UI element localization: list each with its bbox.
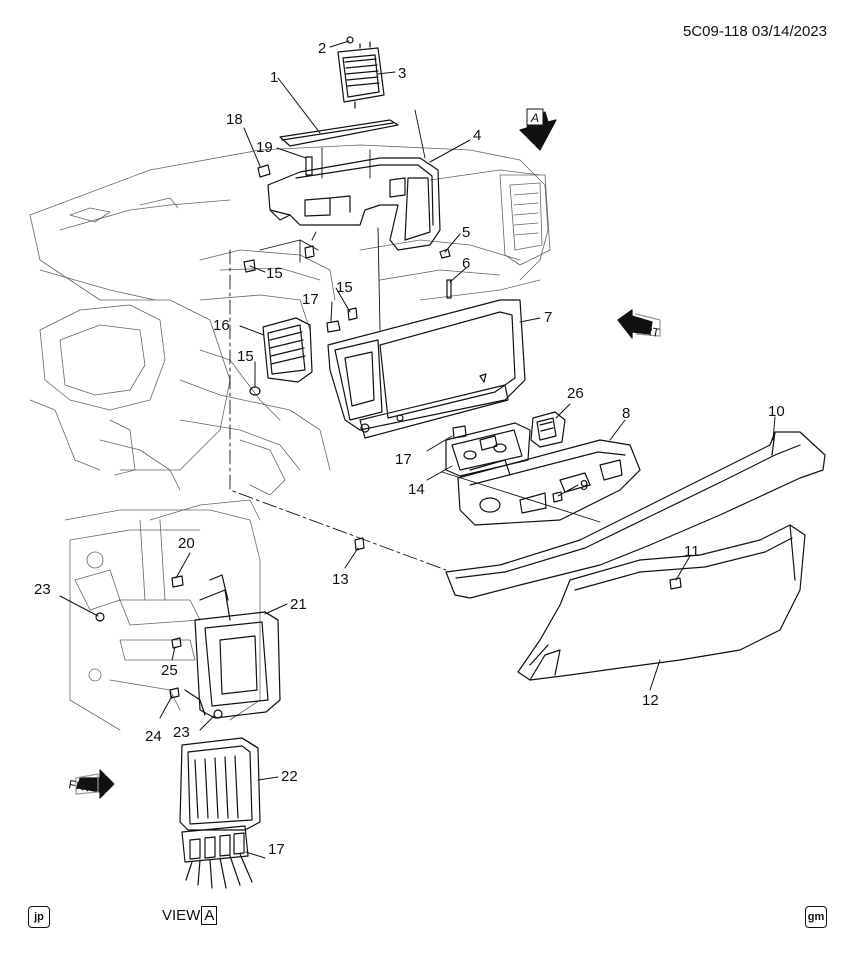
- callout-17-a: 17: [302, 291, 319, 308]
- part-21-module-bracket: [184, 574, 281, 719]
- part-4-instrument-panel-bezel: [267, 157, 441, 251]
- callout-5: 5: [462, 224, 470, 241]
- callout-19: 19: [256, 139, 273, 156]
- part-1-trim-strip: [279, 119, 399, 147]
- callout-24: 24: [145, 728, 162, 745]
- callout-2: 2: [318, 40, 326, 57]
- callout-15-a: 15: [266, 265, 283, 282]
- callout-14: 14: [408, 481, 425, 498]
- callout-23-a: 23: [34, 581, 51, 598]
- callout-15-b: 15: [336, 279, 353, 296]
- callout-15-c: 15: [237, 348, 254, 365]
- callout-labels: 1 2 3 4 5 6 7 8 9 10 11 12 13 14 15 15 1…: [34, 40, 785, 858]
- reference-lines: [229, 109, 601, 571]
- floor-console-bracket-structure: [64, 509, 261, 731]
- callout-13: 13: [332, 571, 349, 588]
- callout-1: 1: [270, 69, 278, 86]
- fasteners: [95, 36, 682, 719]
- frt-arrow-top: [617, 309, 661, 339]
- instrument-panel-background: [29, 144, 551, 521]
- part-17-wiring-connectors: [181, 825, 253, 889]
- document-id-and-date: 5C09-118 03/14/2023: [682, 23, 827, 40]
- part-14-hvac-control: [445, 422, 531, 477]
- callout-25: 25: [161, 662, 178, 679]
- callout-18: 18: [226, 111, 243, 128]
- callout-26: 26: [567, 385, 584, 402]
- callout-17-b: 17: [395, 451, 412, 468]
- callout-leader-lines: [59, 40, 776, 859]
- view-a-arrow-letter: A: [530, 111, 539, 125]
- part-3-center-air-outlet: [337, 41, 385, 109]
- callout-20: 20: [178, 535, 195, 552]
- callout-16: 16: [213, 317, 230, 334]
- callout-9: 9: [580, 477, 588, 494]
- part-26-switch: [530, 411, 566, 448]
- frt-bottom-label: FRT: [67, 777, 93, 795]
- frt-arrow-bottom: [75, 769, 115, 799]
- gm-logo-icon: gm: [805, 906, 827, 928]
- callout-4: 4: [473, 127, 481, 144]
- part-16-side-air-outlet: [262, 317, 313, 383]
- callout-11: 11: [684, 543, 700, 560]
- frt-top-label: FRT: [635, 322, 661, 340]
- callout-23-b: 23: [173, 724, 190, 741]
- callout-3: 3: [398, 65, 406, 82]
- part-22-control-module: [179, 737, 261, 831]
- callout-22: 22: [281, 768, 298, 785]
- callout-17-c: 17: [268, 841, 285, 858]
- callout-6: 6: [462, 255, 470, 272]
- part-8-console-bracket: [457, 439, 641, 526]
- view-a-arrow: [519, 108, 557, 151]
- callout-8: 8: [622, 405, 630, 422]
- part-12-console-side-panel: [517, 524, 806, 681]
- callout-7: 7: [544, 309, 552, 326]
- jp-badge-icon: jp: [28, 906, 50, 928]
- callout-12: 12: [642, 692, 659, 709]
- part-10-console-trim-plate: [445, 431, 826, 599]
- callout-21: 21: [290, 596, 307, 613]
- part-7-radio-display: [327, 299, 526, 439]
- callout-10: 10: [768, 403, 785, 420]
- view-a-caption-letter: A: [201, 906, 218, 925]
- view-a-caption-text: VIEW: [162, 907, 201, 924]
